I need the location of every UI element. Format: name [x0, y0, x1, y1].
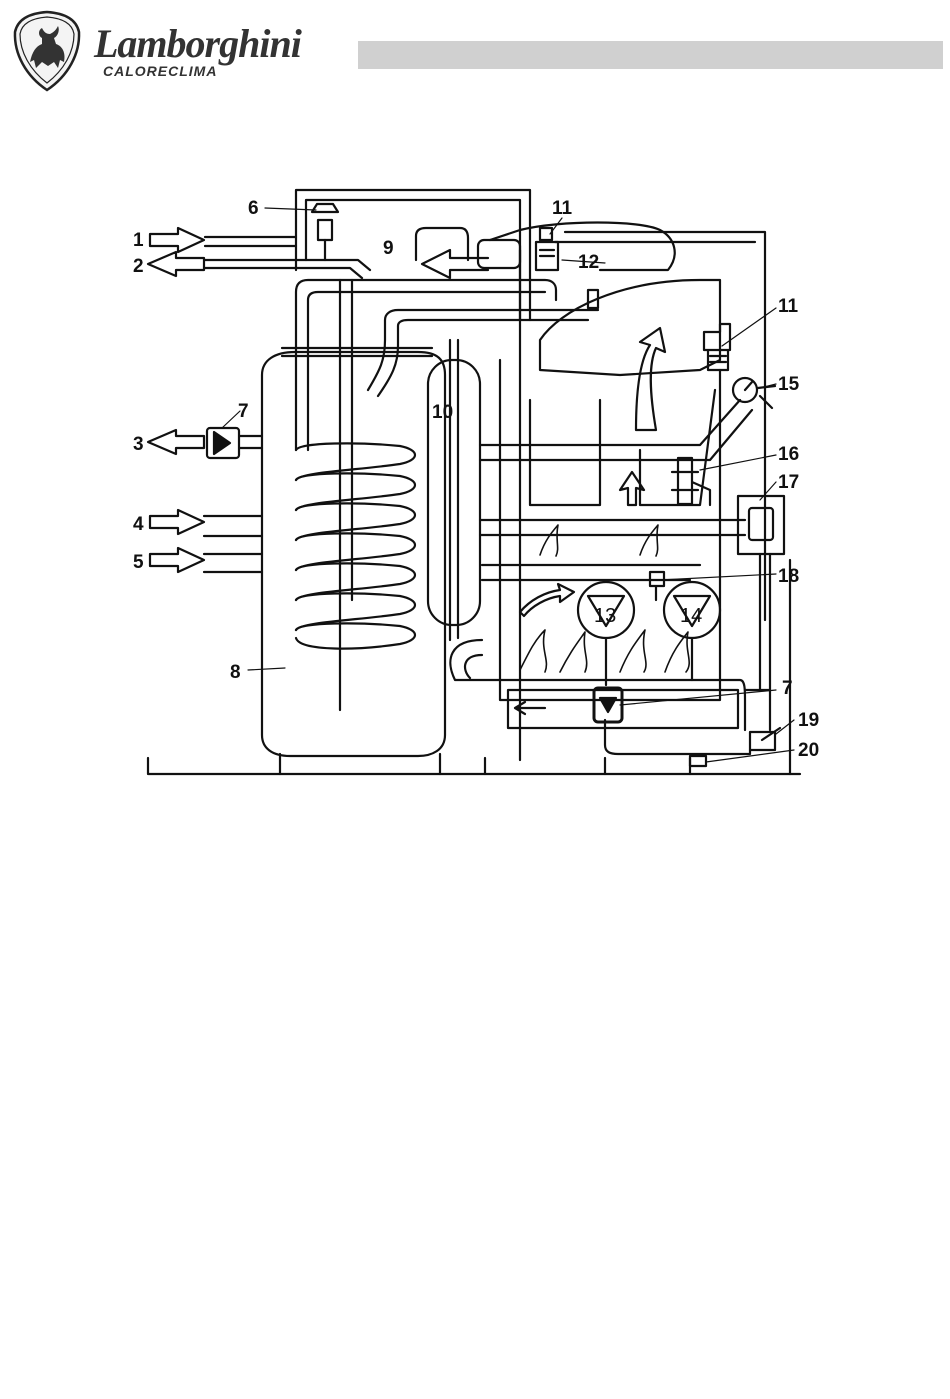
label-7-top: 7 — [238, 401, 249, 422]
top-frame-right — [555, 232, 765, 620]
page-header: Lamborghini CALORECLIMA — [0, 0, 950, 100]
dip-tube — [340, 280, 352, 710]
coil-return-pipe — [308, 292, 545, 450]
label-15: 15 — [778, 374, 800, 395]
label-9: 9 — [383, 238, 394, 259]
valve-18 — [650, 572, 664, 600]
arrow-5 — [150, 548, 204, 572]
label-6: 6 — [248, 198, 259, 219]
label-3: 3 — [133, 434, 144, 455]
control-box-17 — [738, 496, 784, 554]
label-10: 10 — [432, 402, 453, 423]
top-frame — [296, 190, 530, 320]
heat-exchanger — [540, 280, 720, 375]
storage-tank — [262, 352, 445, 756]
heating-coil — [296, 443, 415, 648]
header-bar — [358, 41, 943, 69]
header-pipe-lower — [482, 565, 700, 580]
return-pipe-2 — [368, 310, 598, 390]
coil-feed-pipe — [296, 280, 556, 450]
flow-arrow-left — [520, 584, 574, 616]
label-18: 18 — [778, 566, 799, 587]
label-19: 19 — [798, 710, 819, 731]
label-7-bottom: 7 — [782, 678, 793, 699]
label-12: 12 — [578, 252, 599, 273]
outlet-3-pipe — [240, 436, 262, 448]
inlet-4-pipe — [204, 516, 262, 536]
return-pipe-2b — [378, 320, 588, 396]
label-13: 13 — [594, 605, 616, 627]
label-16: 16 — [778, 444, 799, 465]
arrow-3 — [148, 430, 204, 454]
return-bend — [450, 640, 745, 730]
inlet-line-1 — [205, 237, 296, 246]
drain-20 — [690, 756, 706, 766]
arrow-4 — [150, 510, 204, 534]
outlet-line-2 — [205, 260, 370, 278]
vessel-probe — [450, 340, 458, 640]
expansion-vessel-10 — [428, 360, 480, 625]
bottom-loop — [605, 720, 750, 754]
brand-name: Lamborghini — [94, 20, 301, 67]
flow-arrow-upper — [636, 328, 665, 430]
label-11-top: 11 — [552, 198, 573, 219]
label-4: 4 — [133, 514, 144, 535]
flue-connector — [478, 240, 520, 268]
inlet-5-pipe — [204, 554, 262, 572]
air-vent-11-right — [704, 324, 730, 370]
bull-shield-icon — [12, 10, 82, 92]
brand-subtitle: CALORECLIMA — [103, 63, 217, 79]
arrow-1 — [150, 228, 204, 252]
arrow-2 — [148, 252, 204, 276]
boiler-schematic: 1 2 3 4 5 6 7 8 9 10 11 11 12 13 14 15 1… — [0, 160, 950, 800]
label-11-right: 11 — [778, 296, 799, 317]
label-8: 8 — [230, 662, 241, 683]
label-17: 17 — [778, 472, 799, 493]
label-1: 1 — [133, 230, 144, 251]
flames — [520, 525, 689, 672]
label-20: 20 — [798, 740, 819, 761]
drain-19 — [750, 728, 780, 750]
label-5: 5 — [133, 552, 144, 573]
label-2: 2 — [133, 256, 144, 277]
label-14: 14 — [680, 605, 702, 627]
